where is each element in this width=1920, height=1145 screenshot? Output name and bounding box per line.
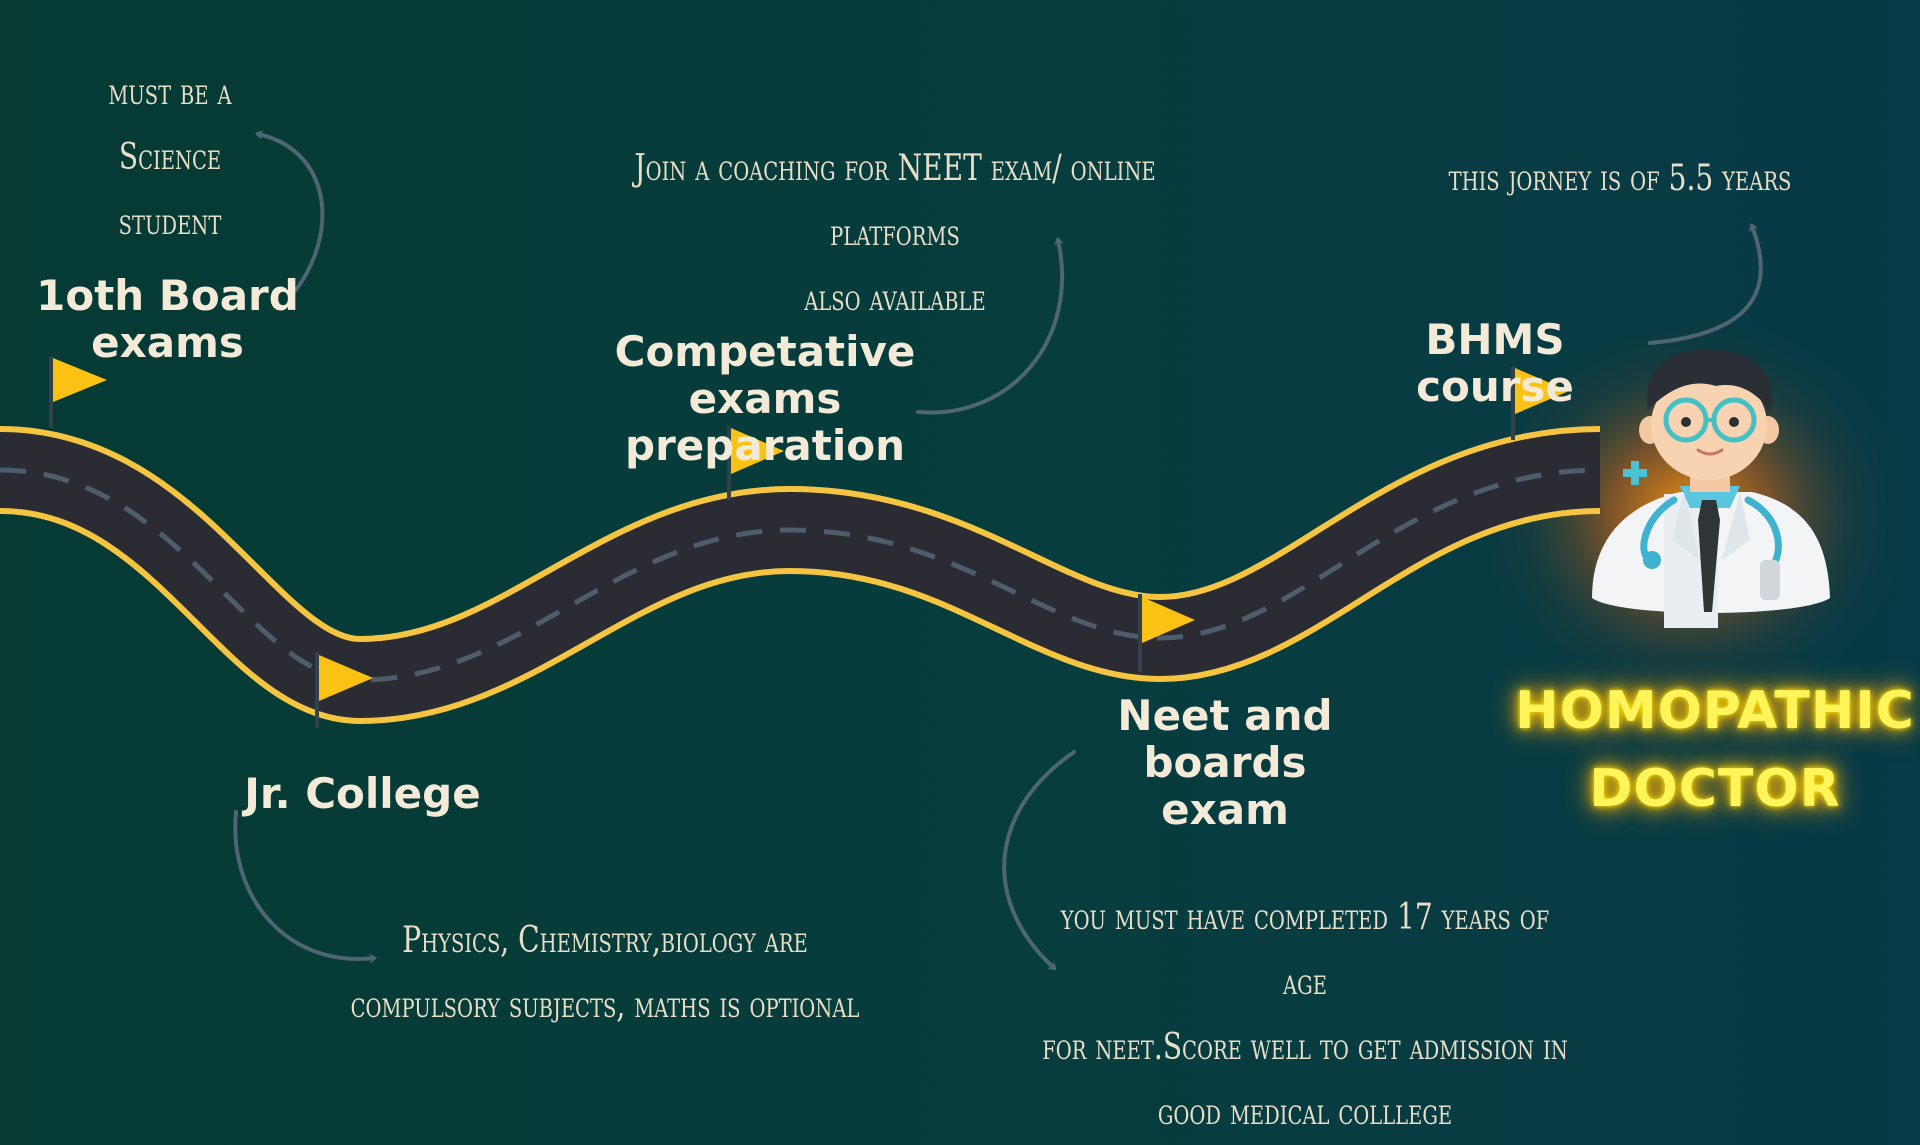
note-coaching: Join a coaching for NEET exam/ online pl…: [634, 148, 1156, 319]
doctor-avatar: [1592, 349, 1830, 628]
medical-cross-icon: [1623, 461, 1647, 485]
note-science-student: must be a Science student: [108, 72, 232, 243]
destination-line-1: HOMOPATHIC: [1515, 681, 1915, 741]
destination-line-2: DOCTOR: [1589, 759, 1841, 819]
flag-icon: [1138, 594, 1195, 672]
milestone-competitive-prep: Competative exams preparation: [614, 327, 916, 470]
arrow-to-coaching-note: [916, 237, 1065, 415]
milestone-jr-college: Jr. College: [244, 769, 481, 818]
lane-divider: [0, 467, 1601, 683]
milestone-neet-boards: Neet and boards exam: [1117, 691, 1333, 834]
flag-icon: [49, 356, 107, 428]
milestone-10th-board: 1oth Board exams: [36, 271, 299, 367]
flag-icon: [727, 426, 784, 500]
arrow-to-neet-note: [1002, 750, 1076, 971]
arrow-to-science-note: [255, 130, 325, 292]
milestone-bhms-course: BHMS course: [1416, 315, 1574, 411]
note-subjects: Physics, Chemistry,biology are compulsor…: [350, 920, 860, 1026]
arrow-to-subjects-note: [233, 810, 377, 963]
stethoscope-icon: [1640, 496, 1782, 600]
roadmap-scene: [0, 130, 1920, 971]
arrow-to-journey-note: [1648, 223, 1763, 345]
note-neet-age: you must have completed 17 years of age …: [1042, 897, 1568, 1133]
road: [0, 426, 1601, 725]
note-journey-length: this jorney is of 5.5 years: [1448, 158, 1792, 199]
flag-icon: [1511, 366, 1569, 440]
destination-title: HOMOPATHIC DOCTOR: [1505, 672, 1920, 828]
flag-icon: [315, 652, 373, 728]
